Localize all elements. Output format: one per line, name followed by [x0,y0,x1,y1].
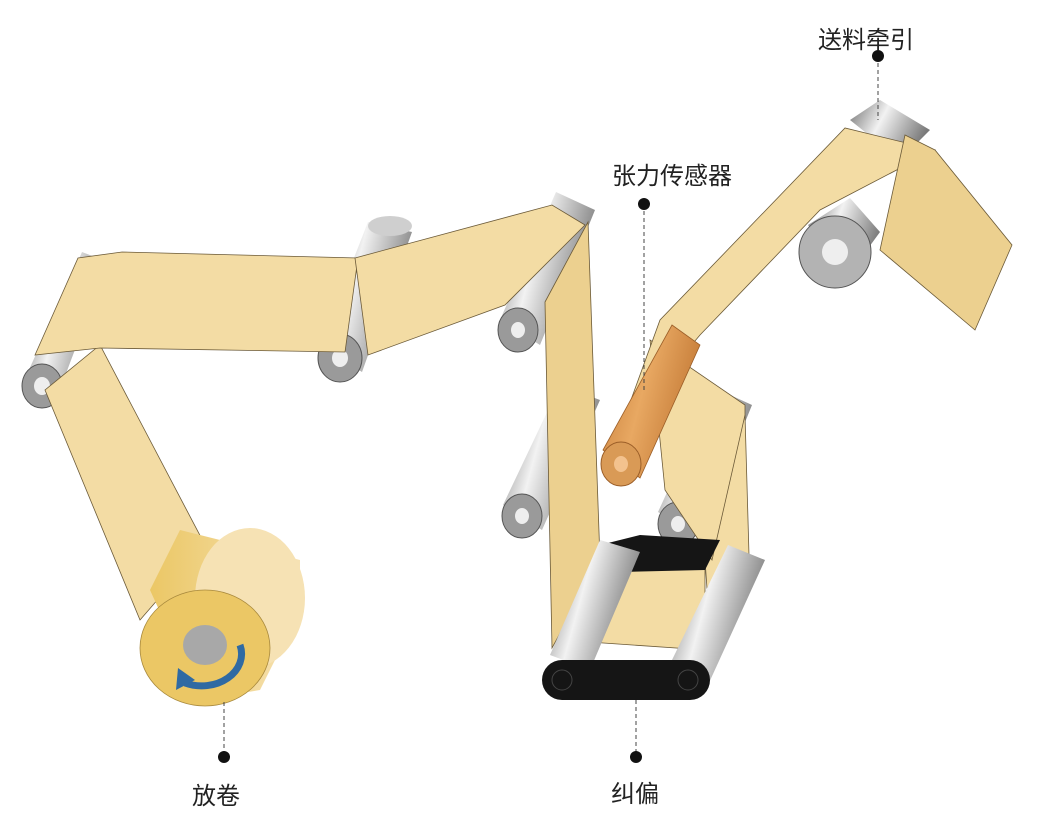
traction-roller [798,198,880,289]
rotation-arrow-icon [183,643,246,690]
label-unwind: 放卷 [192,782,240,810]
tension-sensor-roller [600,324,701,487]
unwind-roll [139,528,305,707]
web-guide-unit [542,535,765,700]
label-feed-traction: 送料牵引 [818,26,914,54]
label-tension-sensor: 张力传感器 [612,162,732,190]
label-web-guide: 纠偏 [611,780,659,808]
